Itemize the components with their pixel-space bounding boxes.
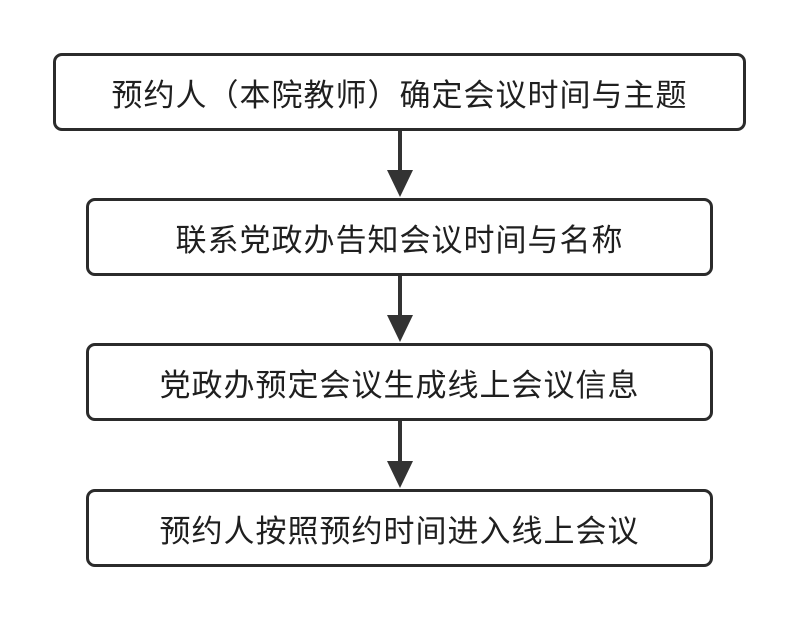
- arrow-3-to-4: [387, 421, 413, 488]
- step-label-4: 预约人按照预约时间进入线上会议: [159, 513, 640, 550]
- step-box-1: 预约人（本院教师）确定会议时间与主题: [53, 53, 746, 131]
- step-box-3: 党政办预定会议生成线上会议信息: [86, 343, 713, 421]
- step-label-3: 党政办预定会议生成线上会议信息: [159, 367, 640, 404]
- step-box-2: 联系党政办告知会议时间与名称: [86, 198, 713, 276]
- step-label-2: 联系党政办告知会议时间与名称: [175, 222, 624, 259]
- step-box-4: 预约人按照预约时间进入线上会议: [86, 489, 713, 567]
- arrow-1-to-2: [387, 131, 413, 197]
- step-label-1: 预约人（本院教师）确定会议时间与主题: [111, 77, 688, 114]
- arrow-2-to-3: [387, 276, 413, 342]
